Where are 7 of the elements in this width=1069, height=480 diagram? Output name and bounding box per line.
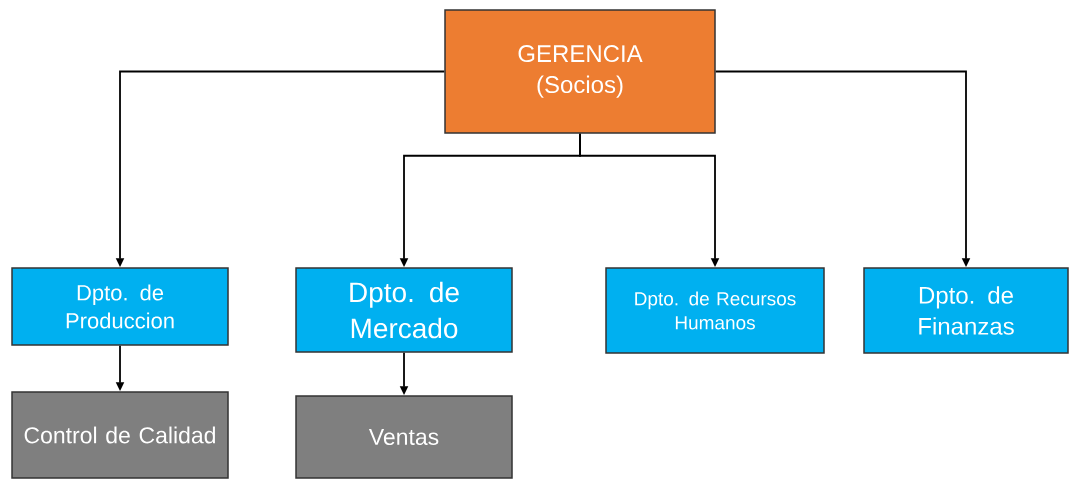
department-box: Dpto. de Produccion [11, 267, 229, 346]
department-box: Dpto. de Finanzas [863, 267, 1069, 354]
section-box: Ventas [295, 395, 513, 479]
section-box: Control de Calidad [11, 391, 229, 479]
department-box: Dpto. de Recursos Humanos [605, 267, 825, 354]
department-box: Dpto. de Mercado [295, 267, 513, 353]
management-box: GERENCIA (Socios) [444, 9, 716, 134]
